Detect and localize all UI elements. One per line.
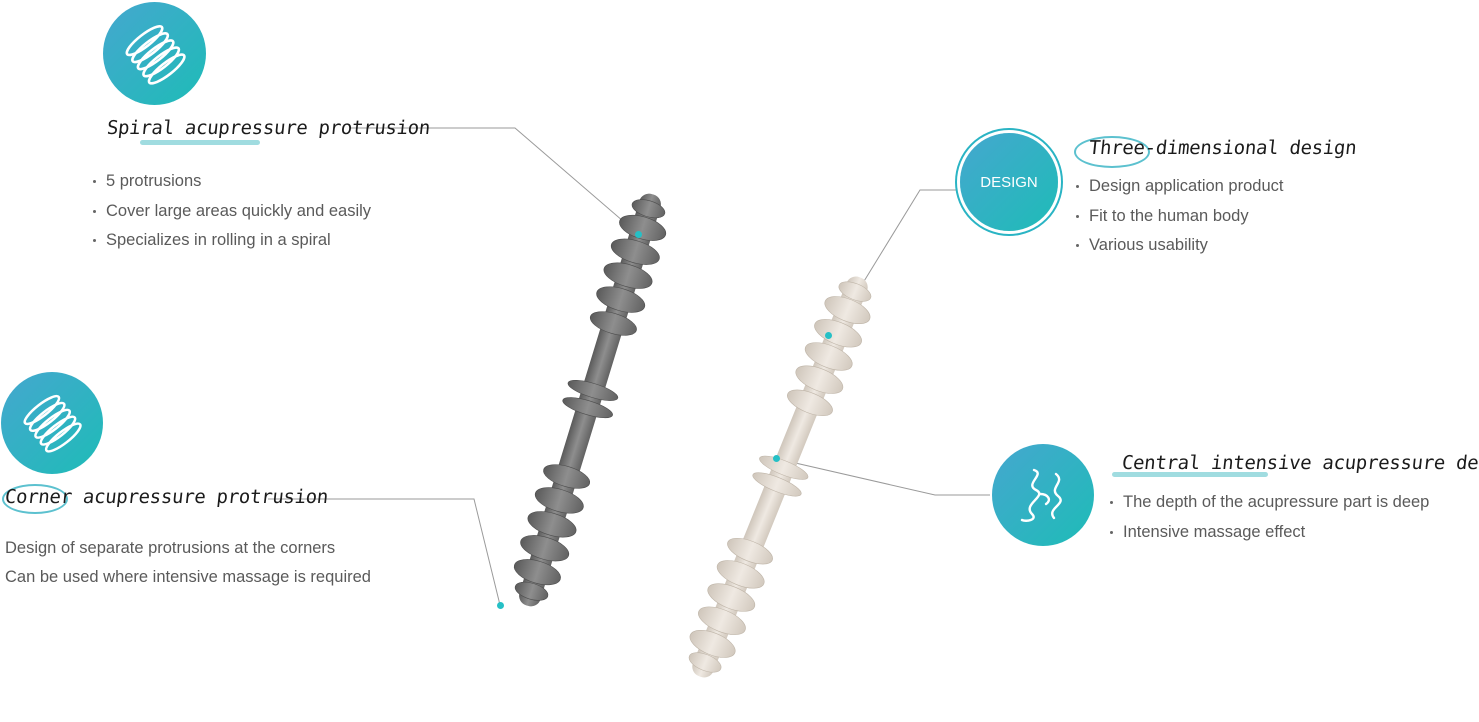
spiral-heading-highlight [140,140,260,145]
corner-description-line: Can be used where intensive massage is r… [5,568,371,586]
design-bullet: Fit to the human body [1076,202,1283,232]
spiral-coil-icon [125,24,186,85]
spiral-connector [350,127,639,235]
spiral-bullet-list: 5 protrusions Cover large areas quickly … [93,167,371,256]
design-bullet-list: Design application product Fit to the hu… [1076,172,1283,261]
central-icon-circle [992,444,1094,546]
design-bullet: Design application product [1076,172,1283,202]
central-bullet: Intensive massage effect [1110,518,1429,548]
central-bullet-list: The depth of the acupressure part is dee… [1110,488,1429,547]
corner-icon-circle [1,372,103,474]
central-bullet: The depth of the acupressure part is dee… [1110,488,1429,518]
central-marker-dot [773,455,780,462]
squiggle-lines-icon [1020,468,1062,522]
corner-heading-oval [2,484,68,514]
spiral-marker-dot [635,231,642,238]
design-marker-dot [825,332,832,339]
corner-heading: Corner acupressure protrusion [3,486,330,508]
spiral-bullet: Cover large areas quickly and easily [93,197,371,227]
design-bullet: Various usability [1076,231,1283,261]
design-badge-label: DESIGN [980,173,1038,191]
spiral-bullet: Specializes in rolling in a spiral [93,226,371,256]
spiral-heading: Spiral acupressure protrusion [105,117,432,139]
corner-description-line: Design of separate protrusions at the co… [5,539,336,557]
design-heading-oval [1074,136,1150,168]
spiral-bullet: 5 protrusions [93,167,371,197]
central-heading: Central intensive acupressure department [1120,452,1479,474]
design-heading: Three-dimensional design [1087,137,1358,159]
corner-connector [268,498,501,606]
gray-roller-image [513,193,667,607]
corner-marker-dot [497,602,504,609]
central-connector [777,458,990,496]
spiral-coil-icon [23,394,82,453]
design-badge-circle: DESIGN [960,133,1058,231]
central-heading-highlight [1112,472,1268,477]
spiral-icon-circle [103,2,206,105]
beige-roller-image [688,276,872,678]
